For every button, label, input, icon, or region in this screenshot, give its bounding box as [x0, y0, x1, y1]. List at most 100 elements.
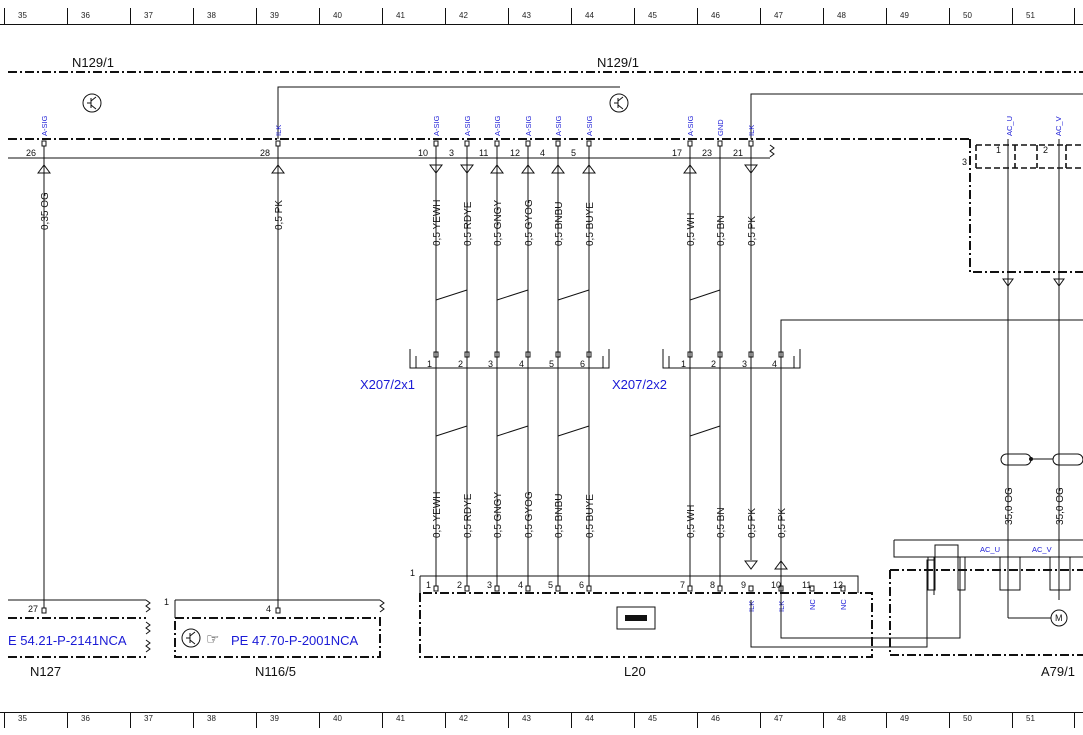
wire-label: 0,5 PK — [274, 200, 285, 230]
signal-label: A-SIG — [40, 115, 49, 136]
n129-left-label: N129/1 — [72, 55, 114, 70]
connector-pin: 4 — [772, 359, 777, 369]
l20-pin: 6 — [579, 580, 584, 590]
wire-breaks-upper — [435, 289, 721, 444]
grid-column-number: 36 — [81, 11, 90, 20]
wire-label: 0,5 RDYE — [463, 493, 474, 538]
signal-label: A-SIG — [432, 115, 441, 136]
top-pin: ILK 21 0,5 PK — [733, 125, 758, 560]
connector-pin: 5 — [549, 359, 554, 369]
grid-column-number: 44 — [585, 714, 594, 723]
pin-number: 5 — [571, 148, 576, 158]
wire-label: 35,0 OG — [1055, 487, 1066, 525]
grid-column-number: 49 — [900, 714, 909, 723]
connector-pin: 3 — [742, 359, 747, 369]
wire-label: 0,5 RDYE — [463, 201, 474, 246]
n116-module: 1 4 ☞ PE 47.70-P-2001NCA N116/5 — [164, 597, 385, 679]
grid-column-number: 51 — [1026, 714, 1035, 723]
grid-column-number: 49 — [900, 11, 909, 20]
signal-label: AC_U — [1005, 116, 1014, 136]
grid-column-number: 36 — [81, 714, 90, 723]
x207-2x1-label: X207/2x1 — [360, 377, 415, 392]
grid-column-number: 45 — [648, 11, 657, 20]
grid-column-number: 42 — [459, 11, 468, 20]
n127-pin: 27 — [28, 604, 38, 614]
n116-pin: 4 — [266, 604, 271, 614]
wire-label: 35,0 OG — [1004, 487, 1015, 525]
grid-column-number: 47 — [774, 714, 783, 723]
wire-label: 0,5 BNBU — [554, 202, 565, 246]
grid-column-number: 40 — [333, 714, 342, 723]
wire-label: 0,5 BUYE — [585, 494, 596, 538]
l20-chip-icon — [616, 606, 656, 630]
right-block-pin: 1 — [996, 145, 1001, 155]
right-ac-block: 3 1 2 AC_U AC_V 35,0 OG 35,0 OG — [962, 116, 1083, 600]
pin-number: 28 — [260, 148, 270, 158]
signal-label: A-SIG — [463, 115, 472, 136]
grid-column-number: 46 — [711, 11, 720, 20]
grid-column-number: 43 — [522, 11, 531, 20]
wire-label: 0,5 GNGY — [493, 200, 504, 246]
connector-pin: 1 — [681, 359, 686, 369]
wire-label: 0,5 PK — [747, 508, 758, 538]
n116-ref-link[interactable]: PE 47.70-P-2001NCA — [231, 633, 359, 648]
signal-label: AC_V — [1054, 116, 1063, 136]
connector-pin: 1 — [427, 359, 432, 369]
wire-label: 0,5 PK — [777, 508, 788, 538]
l20-pin: 8 — [710, 580, 715, 590]
l20-pin: 1 — [426, 580, 431, 590]
grid-column-number: 35 — [18, 11, 27, 20]
right-block-pin: 3 — [962, 157, 967, 167]
pin-number: 23 — [702, 148, 712, 158]
signal-label: ILK — [747, 125, 756, 136]
l20-pin: 2 — [457, 580, 462, 590]
grid-column-number: 48 — [837, 714, 846, 723]
connector-pin: 3 — [488, 359, 493, 369]
a79-block: AC_U AC_V M A79/1 — [889, 539, 1083, 679]
top-pin: ILK 28 0,5 PK — [260, 125, 285, 608]
grid-column-number: 45 — [648, 714, 657, 723]
signal-label: ILK — [274, 125, 283, 136]
wire-label: 0,5 WH — [686, 505, 697, 538]
wire-label: 0,5 WH — [686, 213, 697, 246]
a79-sig: AC_U — [980, 545, 1000, 554]
signal-label: NC — [839, 599, 848, 610]
grid-column-number: 35 — [18, 714, 27, 723]
signal-label: A-SIG — [493, 115, 502, 136]
l20-pin: 11 — [802, 580, 811, 590]
wire-label: 0,5 BNBU — [554, 494, 565, 538]
pin-number: 4 — [540, 148, 545, 158]
n116-label: N116/5 — [255, 664, 296, 679]
signal-label: NC — [808, 599, 817, 610]
pin-number: 12 — [510, 148, 520, 158]
wire-label: 0,5 PK — [747, 216, 758, 246]
grid-column-number: 39 — [270, 11, 279, 20]
n127-ref-link[interactable]: E 54.21-P-2141NCA — [8, 633, 127, 648]
grid-column-number: 48 — [837, 11, 846, 20]
pin-number: 21 — [733, 148, 743, 158]
pin4-return-line — [780, 319, 1083, 352]
wire-label: 0,5 BUYE — [585, 202, 596, 246]
wire-label: 0,35 OG — [40, 192, 51, 230]
signal-label: GND — [716, 119, 725, 136]
wire-label: 0,5 YEWH — [432, 200, 443, 247]
wire-label: 0,5 BN — [716, 507, 727, 538]
signal-label: A-SIG — [585, 115, 594, 136]
break-mark — [769, 144, 775, 158]
l20-pin: 5 — [548, 580, 553, 590]
connector-pin: 2 — [711, 359, 716, 369]
top-pin: A-SIG 5 0,5 BUYE — [571, 115, 596, 560]
grid-column-number: 42 — [459, 714, 468, 723]
l20-label: L20 — [624, 664, 646, 679]
wire-label: 0,5 GYOG — [524, 199, 535, 246]
hand-pointer-icon: ☞ — [206, 631, 219, 648]
